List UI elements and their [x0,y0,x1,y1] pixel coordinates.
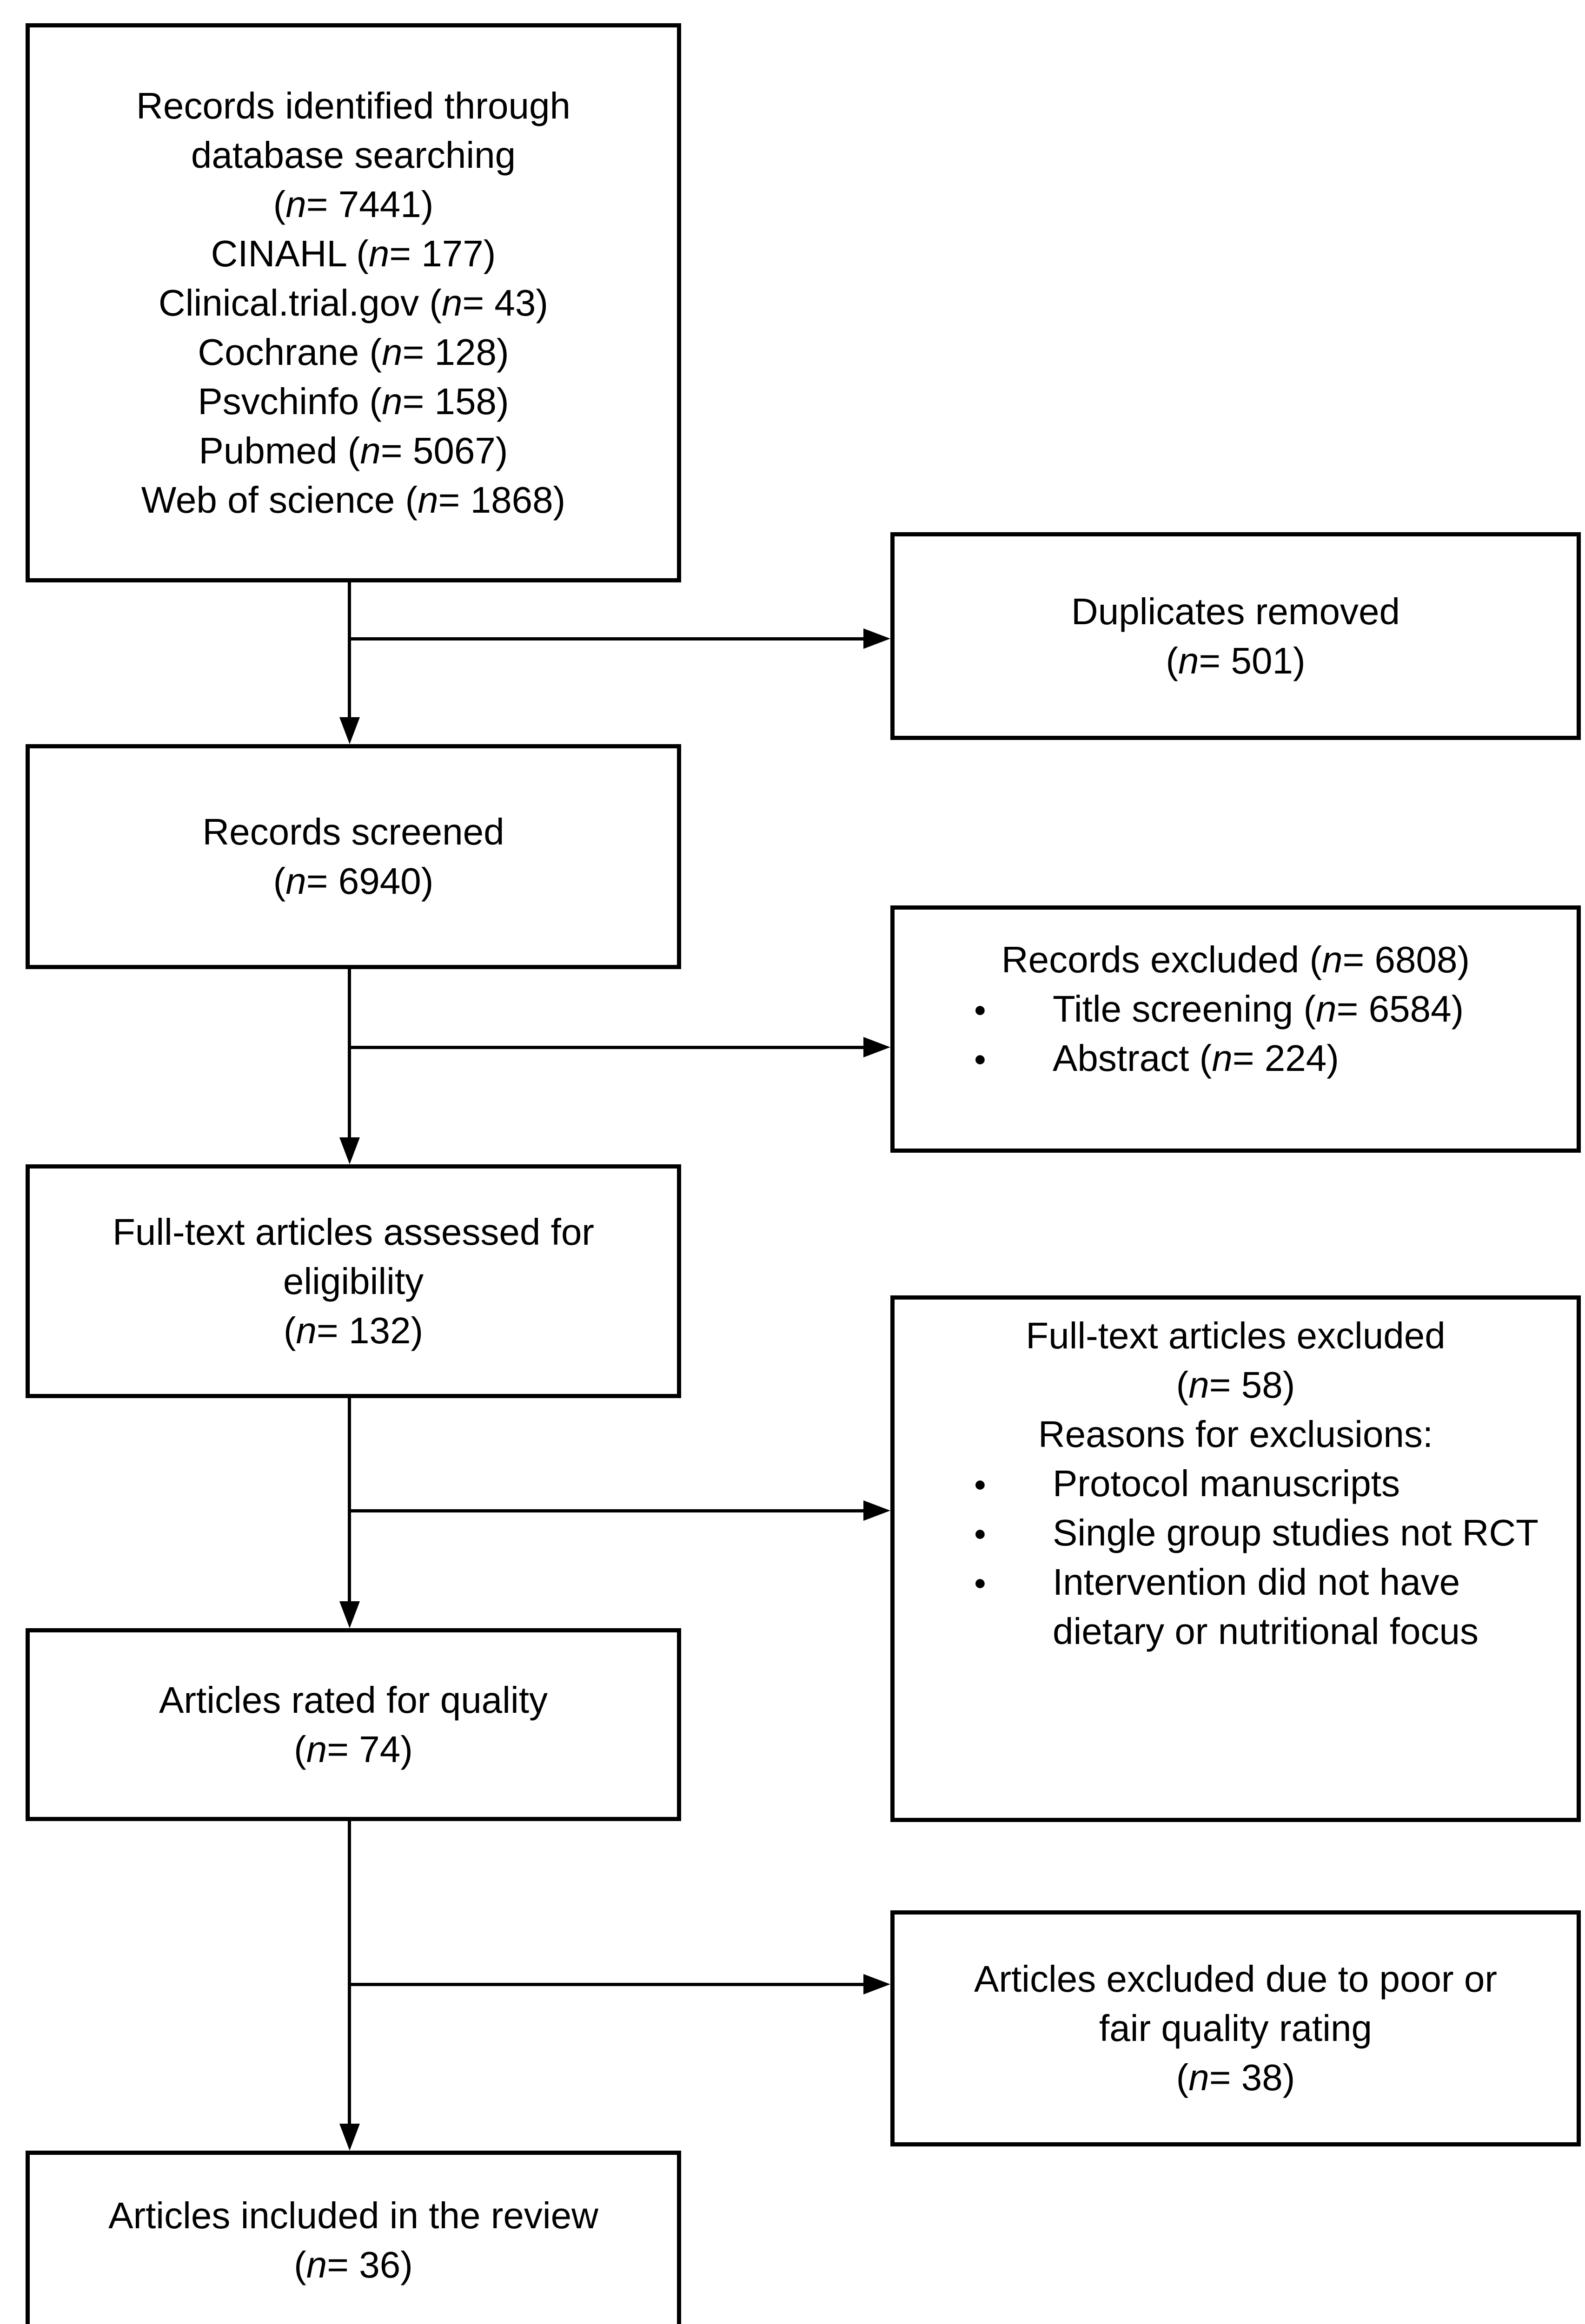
box-articles-included: Articles included in the review (n= 36) [26,2151,681,2324]
box-duplicates-removed: Duplicates removed (n= 501) [890,532,1581,740]
text-line: (n= 6940) [273,860,434,902]
text-line: (n= 36) [294,2244,413,2285]
text-line: (n= 501) [1166,640,1306,681]
text-line: Reasons for exclusions: [1038,1413,1433,1455]
text-line: database searching [191,134,516,176]
text-line: Records screened [202,811,504,852]
box-articles-rated: Articles rated for quality (n= 74) [26,1628,681,1821]
text-line: (n= 58) [1176,1364,1295,1406]
text-line: (n= 132) [283,1309,424,1351]
text-line: Full-text articles excluded [1026,1315,1446,1356]
text-line: Cochrane (n= 128) [198,331,509,373]
bullet-list: Protocol manuscripts Single group studie… [895,1459,1577,1656]
text-line: RCT [1462,1512,1539,1553]
text-line: dietary or nutritional focus [1053,1611,1479,1652]
bullet-icon [974,984,1053,1034]
connector-line [348,637,864,640]
arrow-down-icon [339,1601,360,1628]
box-fulltext-assessed: Full-text articles assessed for eligibil… [26,1164,681,1398]
box-records-screened: Records screened (n= 6940) [26,744,681,969]
text-line: Records excluded (n= 6808) [1001,939,1470,980]
box-records-excluded: Records excluded (n= 6808) Title screeni… [890,905,1581,1153]
text-line: Records identified through [136,85,570,126]
text-line: Intervention did not have [1053,1561,1460,1603]
bullet-list: Title screening (n= 6584) Abstract (n= 2… [895,984,1577,1083]
text-line: Articles rated for quality [159,1679,548,1721]
connector-line [348,582,351,718]
arrow-right-icon [863,1974,890,1994]
arrow-right-icon [863,1037,890,1057]
box-records-identified: Records identified through database sear… [26,23,681,582]
arrow-right-icon [863,628,890,649]
text-line: Web of science (n= 1868) [141,479,566,521]
bullet-item: Single group studies not RCT [974,1508,1567,1558]
text-line: (n= 38) [1176,2057,1295,2098]
text-line: Psvchinfo (n= 158) [198,380,509,422]
connector-line [348,1398,351,1602]
text-line: eligibility [283,1260,424,1302]
text-line: Full-text articles assessed for [113,1211,594,1253]
text-line: Articles excluded due to poor or [974,1958,1498,2000]
connector-line [348,1821,351,2125]
connector-line [348,1983,864,1986]
text-line: Pubmed (n= 5067) [199,429,508,471]
arrow-down-icon [339,2124,360,2151]
bullet-item: Intervention did not have dietary or nut… [974,1558,1567,1656]
text-line: Articles included in the review [108,2194,598,2236]
text-line: Title screening (n= 6584) [1053,988,1464,1030]
arrow-right-icon [863,1500,890,1521]
bullet-item: Abstract (n= 224) [974,1034,1567,1083]
connector-line [348,969,351,1138]
box-fulltext-excluded: Full-text articles excluded (n= 58) Reas… [890,1295,1581,1822]
text-line: Single group studies not [1053,1512,1452,1553]
connector-line [348,1509,864,1512]
bullet-icon [974,1459,1053,1508]
box-articles-excluded-quality: Articles excluded due to poor or fair qu… [890,1910,1581,2146]
text-line: (n= 74) [294,1728,413,1770]
bullet-item: Protocol manuscripts [974,1459,1567,1508]
bullet-icon [974,1034,1053,1083]
text-line: CINAHL (n= 177) [211,232,496,274]
connector-line [348,1046,864,1049]
text-line: Protocol manuscripts [1053,1463,1400,1504]
bullet-icon [974,1558,1053,1607]
arrow-down-icon [339,717,360,744]
arrow-down-icon [339,1137,360,1164]
bullet-icon [974,1508,1053,1558]
text-line: Clinical.trial.gov (n= 43) [158,282,549,324]
bullet-item: Title screening (n= 6584) [974,984,1567,1034]
text-line: Duplicates removed [1071,590,1400,632]
text-line: Abstract (n= 224) [1053,1037,1339,1079]
text-line: (n= 7441) [273,183,434,225]
text-line: fair quality rating [1099,2007,1372,2049]
